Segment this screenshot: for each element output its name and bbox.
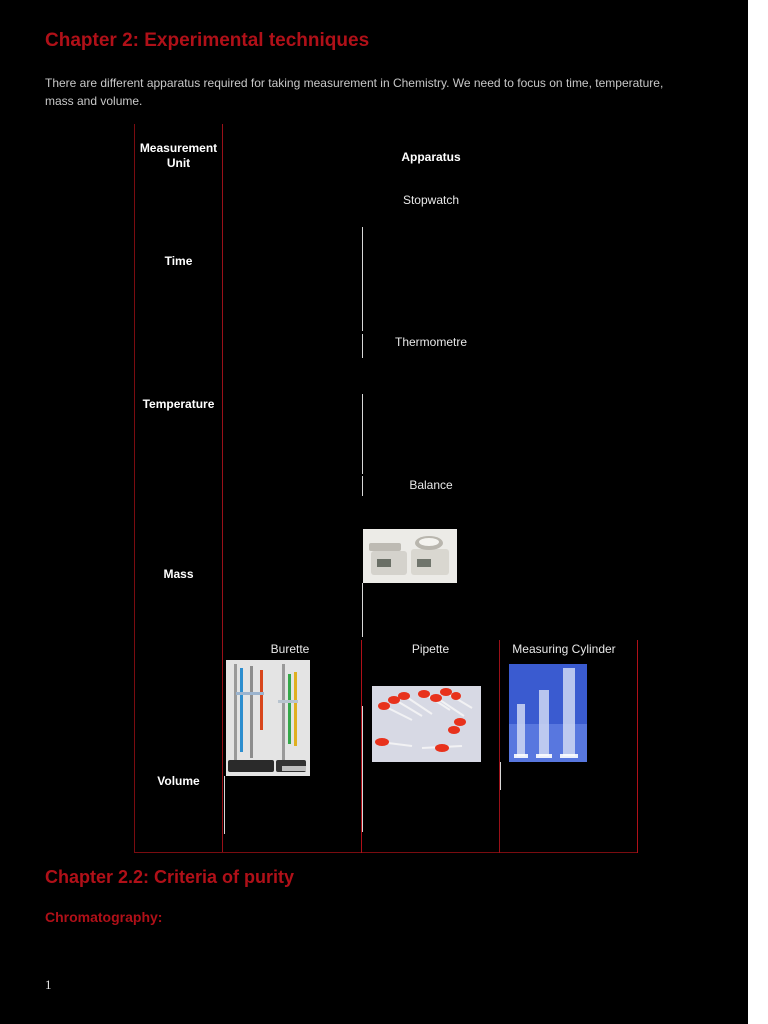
apparatus-measuring-cylinder: Measuring Cylinder [512,642,616,656]
cell-edge-mark [362,583,363,637]
cell-edge-mark [362,394,363,474]
apparatus-balance: Balance [409,478,453,492]
chapter-title: Chapter 2: Experimental techniques [45,30,370,51]
page-number: 1 [45,977,52,992]
subsection-title: Chromatography: [45,909,163,925]
apparatus-pipette: Pipette [411,642,450,656]
unit-mass: Mass [163,567,194,581]
cell-edge-mark [362,706,363,832]
table-divider-burette [361,640,362,853]
pipette-image [372,686,481,762]
header-apparatus: Apparatus [401,150,461,164]
table-border-left [134,124,135,853]
cell-edge-mark [362,227,363,331]
unit-time: Time [164,254,193,268]
document-page: Chapter 2: Experimental techniques There… [0,0,748,1024]
cell-edge-mark [224,776,225,834]
apparatus-stopwatch: Stopwatch [402,193,460,207]
cell-edge-mark [500,762,501,790]
apparatus-burette: Burette [270,642,310,656]
section-title: Chapter 2.2: Criteria of purity [45,867,295,887]
header-measurement-unit: Measurement Unit [139,141,218,170]
unit-volume: Volume [157,774,200,788]
balance-image [363,529,457,583]
cell-edge-mark [362,334,363,358]
cell-edge-mark [362,476,363,496]
intro-paragraph: There are different apparatus required f… [45,76,664,108]
table-divider-pipette [499,640,500,853]
table-border-bottom [134,852,638,853]
apparatus-thermometre: Thermometre [394,335,468,349]
table-border-right [637,640,638,853]
table-divider-unit [222,124,223,853]
burette-image [226,660,310,776]
unit-temperature: Temperature [142,397,215,411]
measuring-cylinder-image [509,664,587,762]
